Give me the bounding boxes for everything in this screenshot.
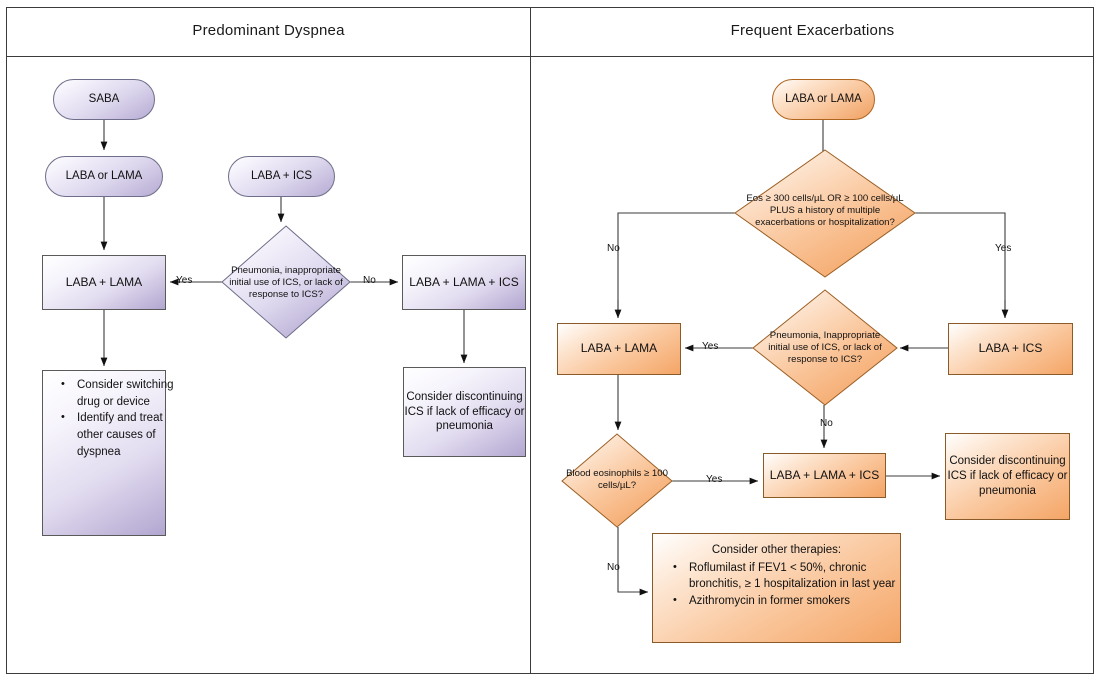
edge-label-pneu-no: No bbox=[820, 418, 833, 429]
edge-label-eos-no: No bbox=[607, 243, 620, 254]
node-right-laba-lama[interactable]: LABA + LAMA bbox=[557, 323, 681, 375]
other-therapies-lead: Consider other therapies: bbox=[711, 544, 842, 556]
edge-label-left-yes: Yes bbox=[176, 275, 193, 286]
node-left-laba-or-lama[interactable]: LABA or LAMA bbox=[45, 156, 163, 197]
node-left-laba-lama[interactable]: LABA + LAMA bbox=[42, 255, 166, 310]
list-item: Roflumilast if FEV1 < 50%, chronic bronc… bbox=[673, 560, 910, 593]
node-other-therapies[interactable]: Consider other therapies: Roflumilast if… bbox=[652, 533, 901, 643]
node-right-laba-or-lama[interactable]: LABA or LAMA bbox=[772, 79, 875, 120]
panel-title-left: Predominant Dyspnea bbox=[192, 22, 345, 39]
edge-label-blood-no: No bbox=[607, 562, 620, 573]
advice-list: Consider switching drug or device Identi… bbox=[47, 377, 181, 460]
node-left-triple[interactable]: LABA + LAMA + ICS bbox=[402, 255, 526, 310]
node-left-discontinue[interactable]: Consider discontinuing ICS if lack of ef… bbox=[403, 367, 526, 457]
panel-title-right: Frequent Exacerbations bbox=[730, 22, 895, 39]
edge-label-blood-yes: Yes bbox=[706, 474, 723, 485]
node-left-advice[interactable]: Consider switching drug or device Identi… bbox=[42, 370, 174, 536]
node-saba[interactable]: SABA bbox=[53, 79, 155, 120]
edge-label-left-no: No bbox=[363, 275, 376, 286]
diagram-outer-frame bbox=[6, 7, 1094, 674]
node-right-discontinue[interactable]: Consider discontinuing ICS if lack of ef… bbox=[945, 433, 1070, 520]
node-left-laba-ics[interactable]: LABA + ICS bbox=[228, 156, 335, 197]
list-item: Azithromycin in former smokers bbox=[673, 593, 910, 610]
other-therapies-list: Roflumilast if FEV1 < 50%, chronic bronc… bbox=[659, 560, 914, 610]
edge-label-pneu-yes: Yes bbox=[702, 341, 719, 352]
edge-label-eos-yes: Yes bbox=[995, 243, 1012, 254]
list-item: Identify and treat other causes of dyspn… bbox=[61, 410, 177, 460]
header-divider bbox=[6, 56, 1094, 57]
node-right-laba-ics[interactable]: LABA + ICS bbox=[948, 323, 1073, 375]
panel-divider bbox=[530, 7, 531, 674]
node-right-triple[interactable]: LABA + LAMA + ICS bbox=[763, 453, 886, 498]
list-item: Consider switching drug or device bbox=[61, 377, 177, 410]
